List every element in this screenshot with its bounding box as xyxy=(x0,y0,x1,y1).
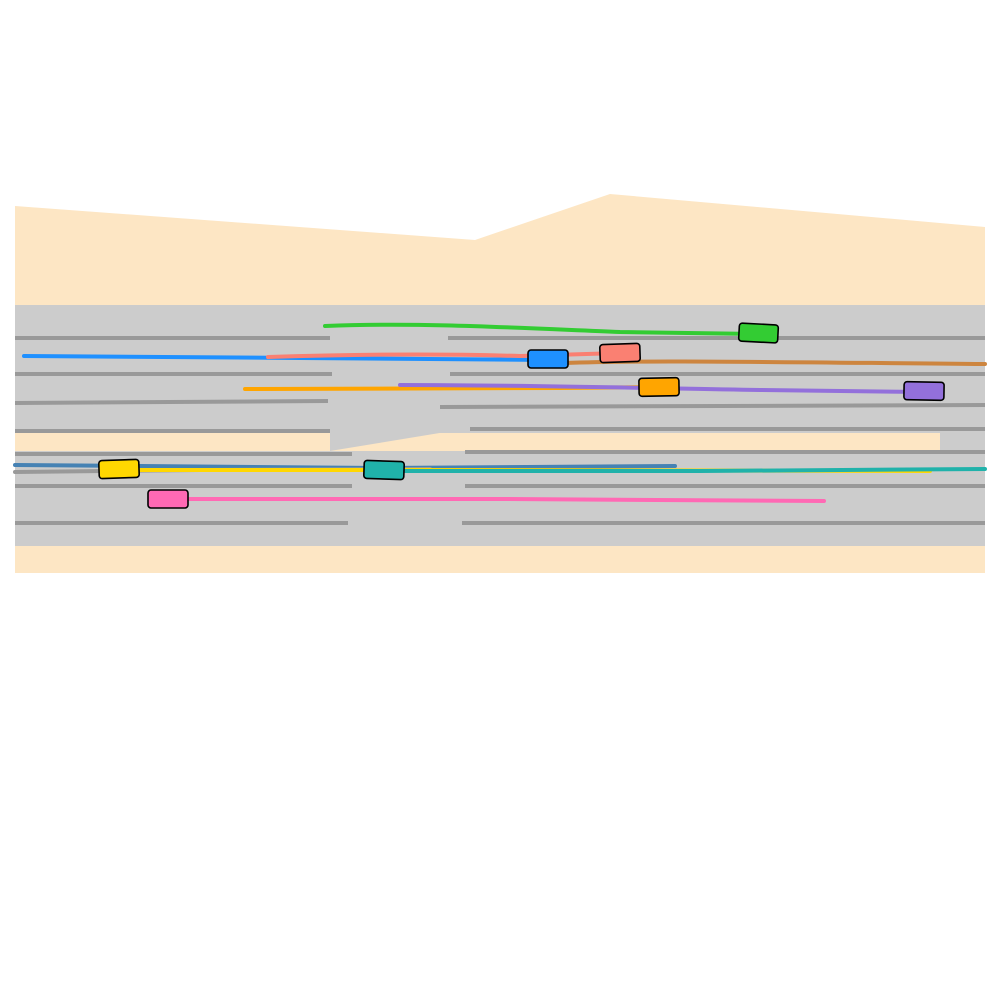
road-surface xyxy=(15,305,985,546)
vehicle-yellow xyxy=(98,458,140,480)
lane-marking xyxy=(14,399,329,405)
trajectory-salmon xyxy=(266,351,622,359)
vehicle-green xyxy=(737,322,780,344)
trajectory-green xyxy=(323,322,760,336)
lower-roadway-end xyxy=(940,428,985,451)
lane-markings xyxy=(14,336,986,525)
trajectory-peru xyxy=(563,359,987,366)
road-merge-section xyxy=(330,408,985,451)
trajectory-pink xyxy=(166,497,826,503)
trajectory-purple xyxy=(398,383,926,394)
vehicle-pink xyxy=(147,489,189,509)
lane-marking xyxy=(439,403,986,409)
vehicles xyxy=(98,322,945,509)
vehicle-purple xyxy=(903,380,945,402)
vehicle-blue xyxy=(527,349,569,369)
vehicle-orange xyxy=(638,376,680,398)
trajectory-teal xyxy=(382,467,987,473)
vehicle-teal xyxy=(363,459,405,481)
vehicle-salmon xyxy=(599,342,641,364)
